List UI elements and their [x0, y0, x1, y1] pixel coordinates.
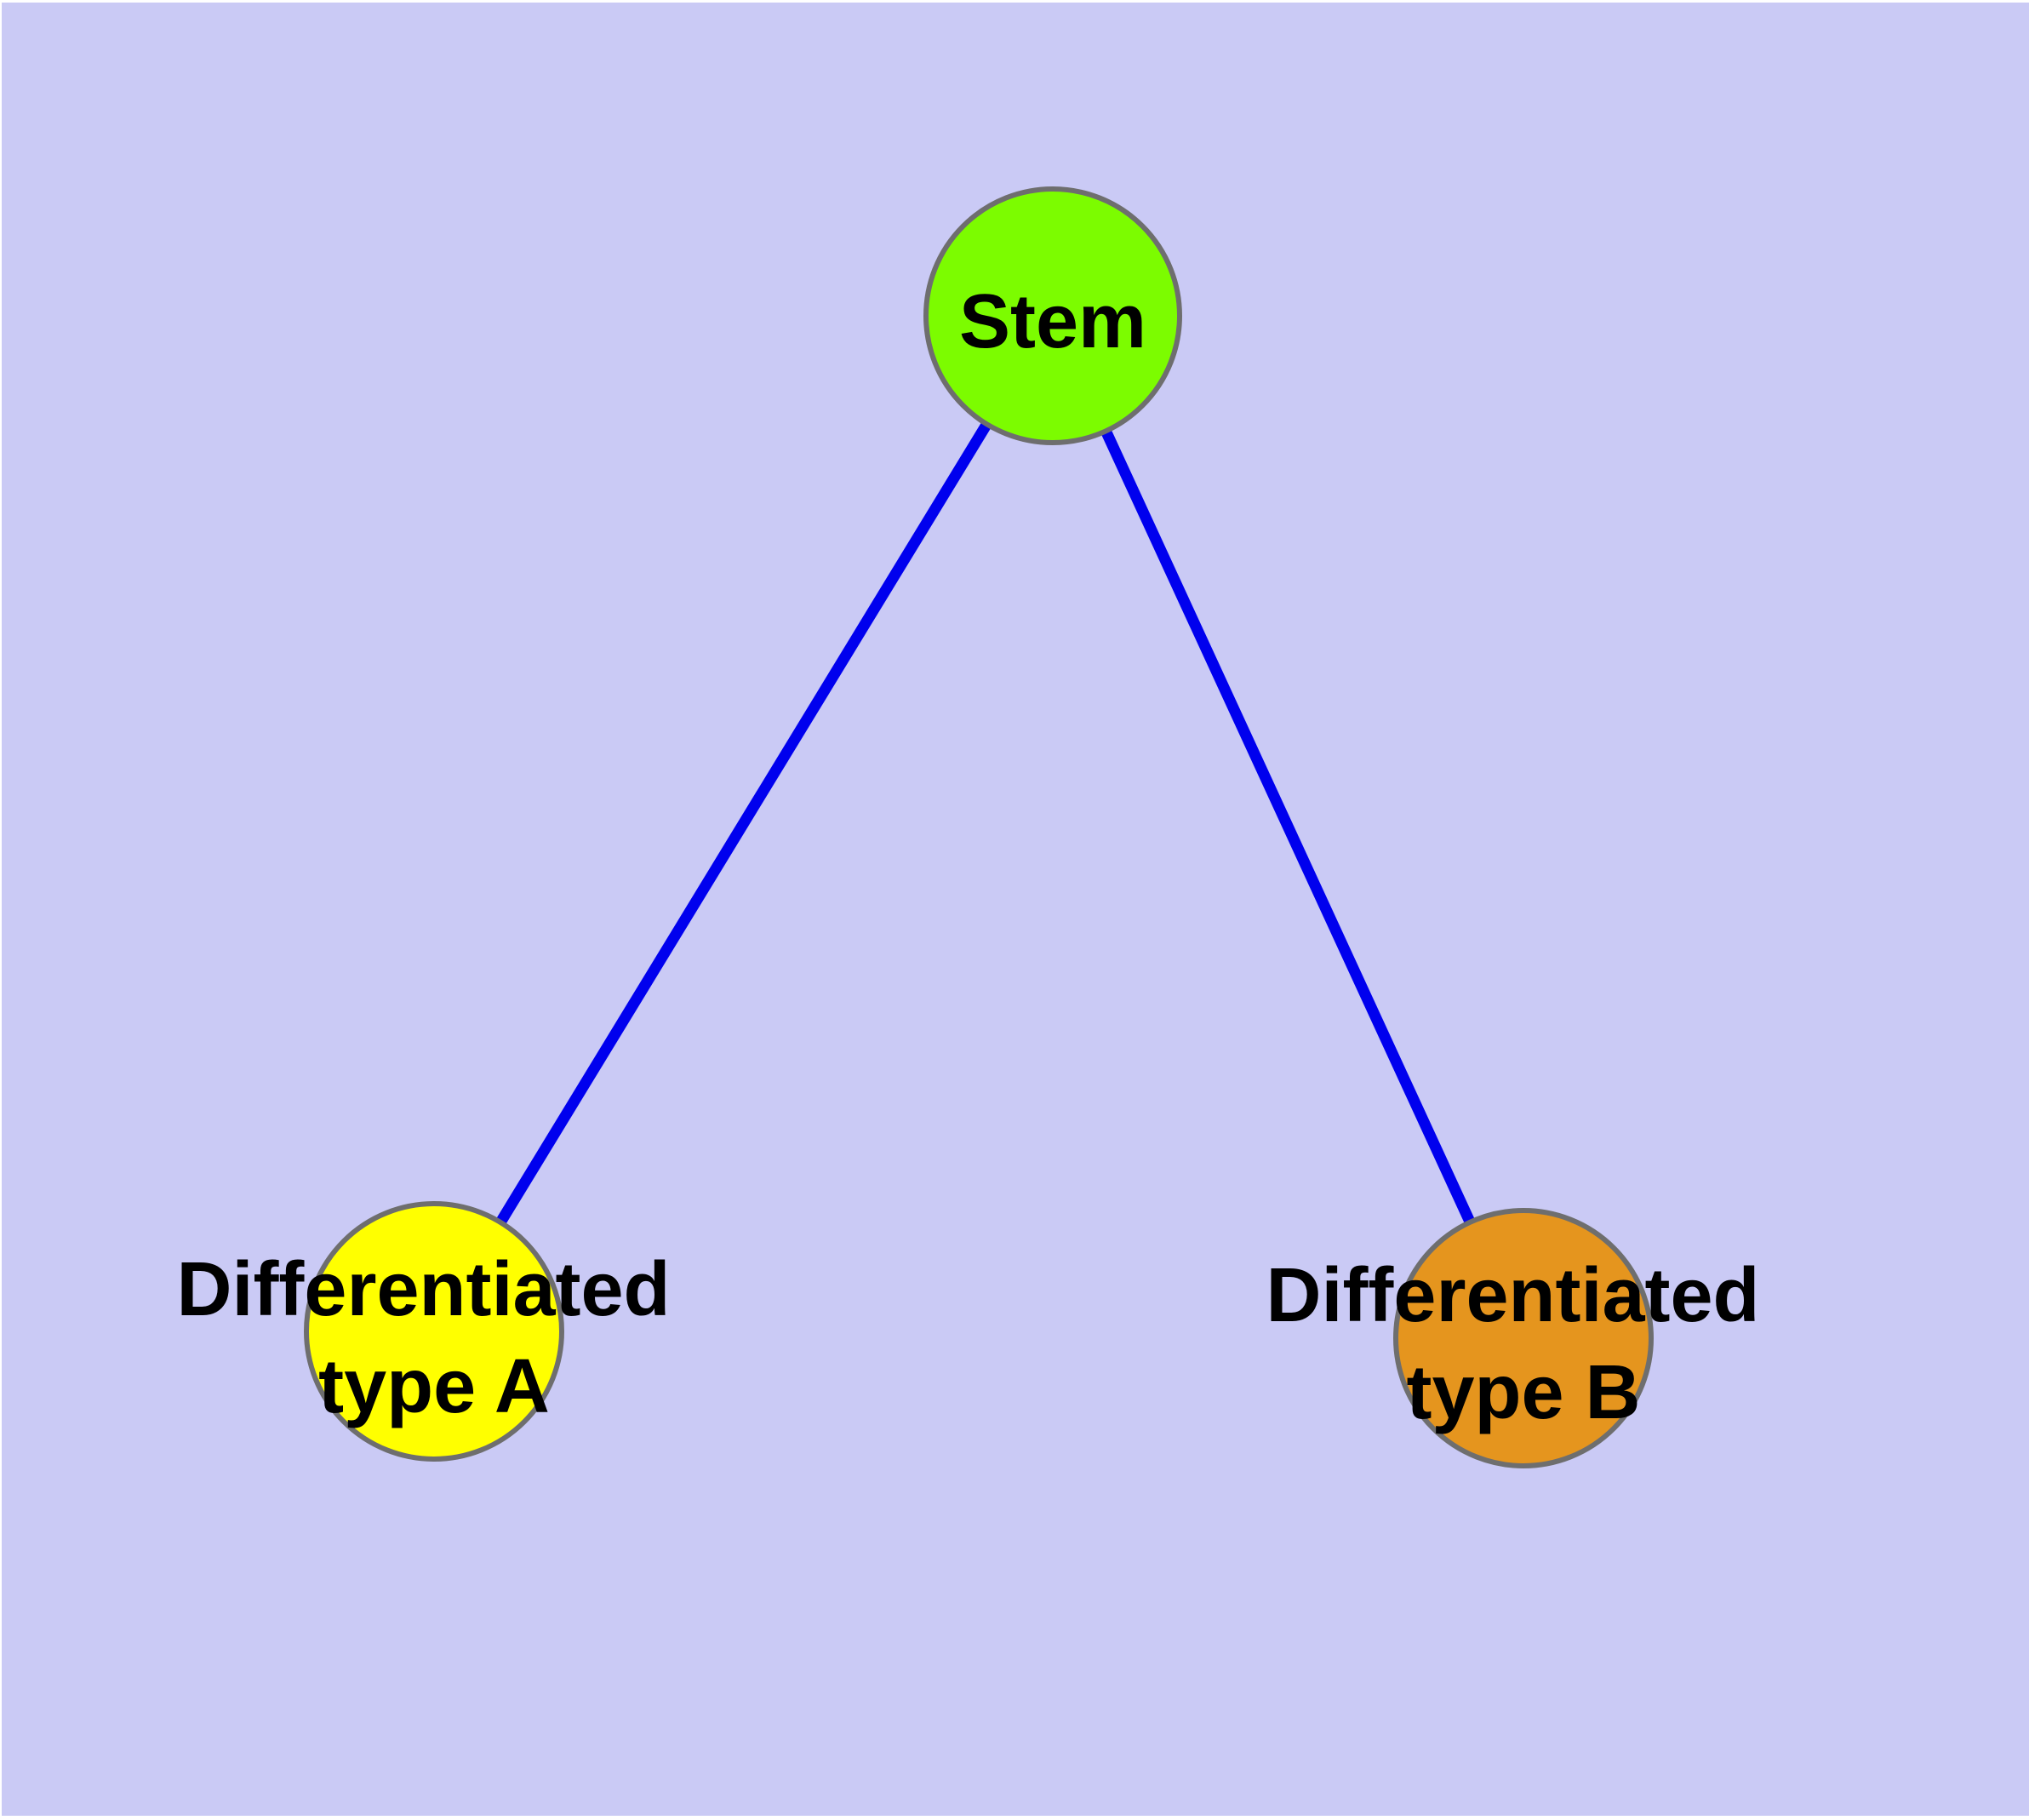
node-label-differentiated-type-b-line2: type B	[1406, 1350, 1640, 1435]
node-differentiated-type-b	[1393, 1208, 1654, 1468]
node-label-differentiated-type-b: Differentiated type B	[1266, 1253, 1780, 1435]
node-label-stem: Stem	[959, 279, 1146, 364]
node-label-differentiated-type-b-line1: Differentiated	[1266, 1253, 1759, 1338]
node-label-differentiated-type-a-line2: type A	[318, 1344, 550, 1429]
node-label-differentiated-type-a: Differentiated type A	[176, 1247, 691, 1429]
edge-stem-to-type-b	[1048, 313, 1529, 1341]
edge-stem-to-type-a	[429, 312, 1058, 1335]
node-stem	[923, 186, 1182, 445]
node-label-differentiated-type-a-line1: Differentiated	[176, 1247, 670, 1332]
node-differentiated-type-a	[304, 1201, 564, 1462]
